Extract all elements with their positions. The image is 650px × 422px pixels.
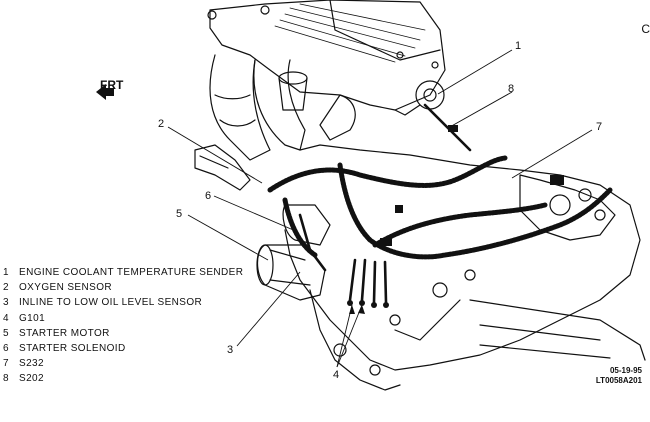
callout-5: 5 (176, 208, 182, 220)
callout-7: 7 (596, 121, 602, 133)
wiring-harness (267, 155, 613, 260)
callout-4: 4 (333, 369, 339, 381)
exhaust-manifold (209, 54, 271, 161)
front-arrow-icon (96, 84, 114, 100)
callout-8: 8 (508, 83, 514, 95)
callout-2: 2 (158, 118, 164, 130)
diagram-date: 05-19-95 (609, 366, 642, 375)
front-direction-label: FRT (100, 78, 124, 92)
intake-plenum (209, 0, 446, 111)
callout-3: 3 (227, 344, 233, 356)
callout-1: 1 (515, 40, 521, 52)
starter-motor (256, 244, 326, 301)
diagram-code: LT0058A201 (595, 376, 642, 385)
engine-block (284, 144, 641, 371)
callout-6: 6 (205, 190, 211, 202)
edge-mark: C (641, 22, 650, 36)
